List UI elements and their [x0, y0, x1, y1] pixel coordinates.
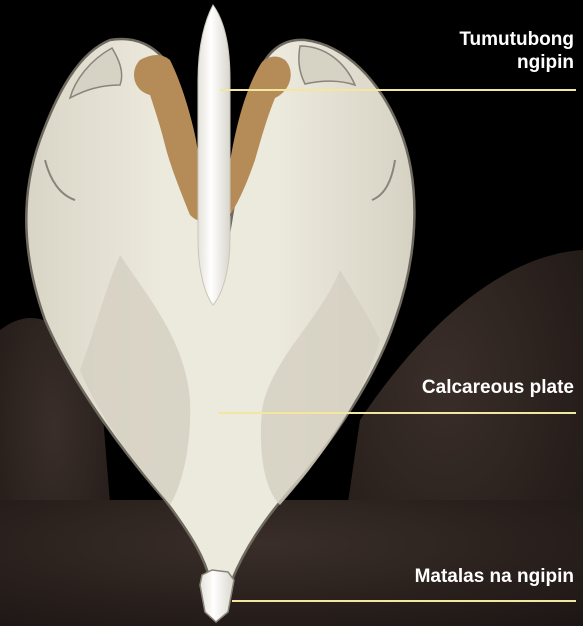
label-calcareous-plate: Calcareous plate — [422, 376, 574, 399]
label-growing-tooth-line2: ngipin — [459, 51, 574, 74]
label-growing-tooth: Tumutubong ngipin — [459, 28, 574, 74]
growing-tooth — [198, 5, 230, 305]
background-ground-bottom — [0, 500, 583, 626]
label-growing-tooth-line1: Tumutubong — [459, 28, 574, 51]
label-sharp-tooth: Matalas na ngipin — [415, 565, 574, 588]
